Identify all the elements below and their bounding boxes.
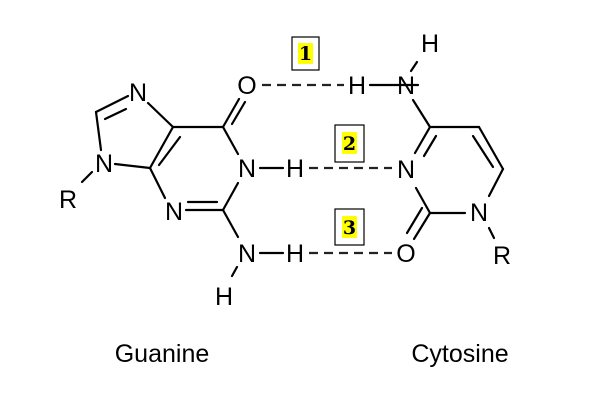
hydrogen-bond-lines <box>262 83 392 255</box>
cytosine-atom-r: R <box>493 242 511 270</box>
guanine-atom-h2b: H <box>215 283 233 311</box>
cytosine-atom-h4a: H <box>421 30 439 58</box>
hbond-label-3-text: 3 <box>343 217 356 239</box>
hbond-label-1-text: 1 <box>299 43 312 65</box>
cytosine-bonds <box>368 60 505 241</box>
guanine-bonds <box>80 94 285 278</box>
cytosine-atom-n3: N <box>397 156 415 184</box>
guanine-atom-n7: N <box>129 79 147 107</box>
cytosine-atom-n1: N <box>470 199 488 227</box>
cytosine-name: Cytosine <box>411 340 508 368</box>
guanine-atom-r: R <box>59 186 77 214</box>
guanine-atom-h1: H <box>286 155 304 183</box>
hbond-label-3: 3 <box>334 208 365 246</box>
cytosine-atom-h4b: H <box>348 72 366 100</box>
cytosine-atom-o2: O <box>396 240 415 268</box>
guanine-atoms: O N N N N H N H H R <box>59 72 304 311</box>
hbond-label-2: 2 <box>334 124 365 163</box>
hbond-label-1: 1 <box>291 36 320 71</box>
guanine-name: Guanine <box>115 340 210 368</box>
guanine-atom-n2: N <box>238 240 256 268</box>
guanine-atom-n3: N <box>165 198 183 226</box>
guanine-atom-o6: O <box>237 72 256 100</box>
guanine-atom-n1: N <box>238 155 256 183</box>
cytosine-atom-n4: N <box>397 72 415 100</box>
guanine-atom-h2a: H <box>286 240 304 268</box>
guanine-atom-n9: N <box>95 150 113 178</box>
cytosine-atoms: H N H N N O R <box>348 30 511 270</box>
hbond-label-2-text: 2 <box>343 133 356 155</box>
